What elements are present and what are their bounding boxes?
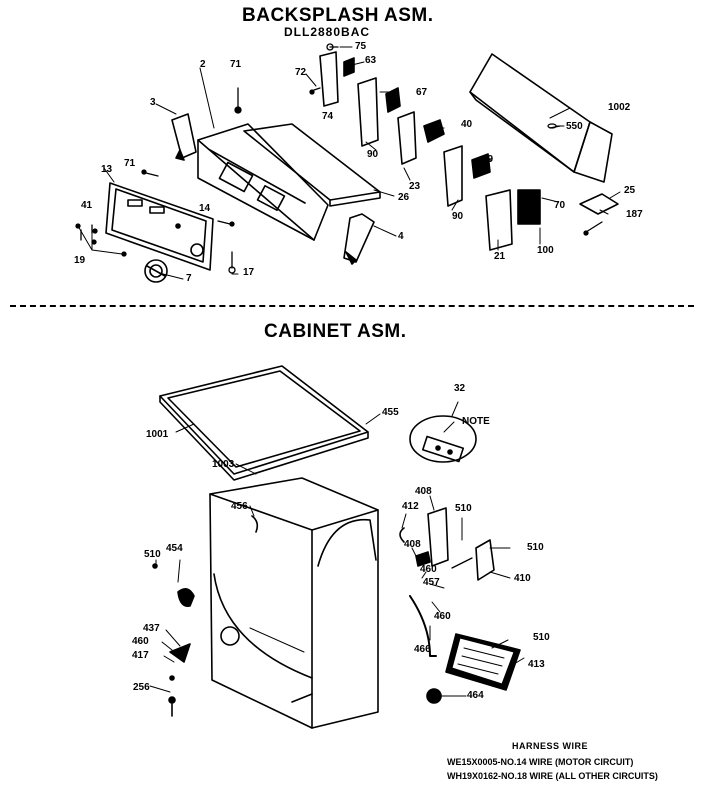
part-label: 4 bbox=[398, 231, 404, 242]
part-label: 63 bbox=[365, 55, 377, 66]
knob-7 bbox=[144, 259, 168, 283]
part-label: 464 bbox=[467, 690, 484, 701]
part-label: 457 bbox=[423, 577, 440, 588]
part-label: 32 bbox=[454, 383, 466, 394]
end-cap-4 bbox=[343, 213, 375, 265]
cabinet-body bbox=[209, 477, 379, 729]
part-label: 25 bbox=[624, 185, 636, 196]
part-label: 187 bbox=[626, 209, 643, 220]
part-label: 412 bbox=[402, 501, 419, 512]
part-label: 75 bbox=[355, 41, 367, 52]
trim-strip-26 bbox=[243, 123, 381, 207]
part-label: 510 bbox=[455, 503, 472, 514]
part-label: 1003 bbox=[212, 459, 235, 470]
part-label: 2 bbox=[200, 59, 206, 70]
part-label: 41 bbox=[81, 200, 93, 211]
harness-line-2: WH19X0162-NO.18 WIRE (ALL OTHER CIRCUITS… bbox=[447, 771, 658, 781]
part-label: 74 bbox=[322, 111, 334, 122]
part-label: 510 bbox=[533, 632, 550, 643]
part-label: 410 bbox=[514, 573, 531, 584]
part-label: 1002 bbox=[608, 102, 631, 113]
part-label: 100 bbox=[537, 245, 554, 256]
backsplash-title: BACKSPLASH ASM. bbox=[242, 5, 434, 26]
part-label: 550 bbox=[566, 121, 583, 132]
part-label: 408 bbox=[415, 486, 432, 497]
screws-backsplash bbox=[75, 43, 603, 274]
part-label: 13 bbox=[101, 164, 113, 175]
switch-brackets bbox=[319, 51, 541, 251]
part-label: 456 bbox=[231, 501, 248, 512]
section-divider bbox=[10, 305, 694, 307]
part-label: 454 bbox=[166, 543, 183, 554]
part-label: 14 bbox=[199, 203, 211, 214]
harness-heading: HARNESS WIRE bbox=[512, 741, 589, 751]
part-label: 417 bbox=[132, 650, 149, 661]
part-label: 1001 bbox=[146, 429, 169, 440]
model-number: DLL2880BAC bbox=[284, 25, 371, 39]
control-panel-13 bbox=[105, 182, 214, 271]
part-label: 455 bbox=[382, 407, 399, 418]
drum-ring-32 bbox=[409, 415, 477, 463]
part-label: 17 bbox=[243, 267, 255, 278]
part-label: 90 bbox=[452, 211, 464, 222]
part-label: 72 bbox=[295, 67, 307, 78]
part-label: 466 bbox=[414, 644, 431, 655]
part-label: 460 bbox=[420, 564, 437, 575]
part-label: 7 bbox=[186, 273, 192, 284]
end-cap-3 bbox=[171, 113, 197, 161]
part-label: 26 bbox=[398, 192, 410, 203]
part-label: 437 bbox=[143, 623, 160, 634]
rear-bracket-1002 bbox=[469, 53, 613, 183]
front-cabinet-parts bbox=[399, 507, 521, 704]
top-panel-1001 bbox=[159, 365, 369, 481]
part-label: 256 bbox=[133, 682, 150, 693]
part-label: 510 bbox=[527, 542, 544, 553]
part-label: 19 bbox=[74, 255, 86, 266]
part-label: 40 bbox=[461, 119, 473, 130]
part-label: 70 bbox=[554, 200, 566, 211]
cabinet-title: CABINET ASM. bbox=[264, 321, 407, 342]
leader-lines bbox=[77, 46, 621, 697]
part-label: 71 bbox=[230, 59, 242, 70]
part-label: 67 bbox=[416, 87, 428, 98]
part-label: 71 bbox=[124, 158, 136, 169]
part-label: 510 bbox=[144, 549, 161, 560]
part-label: 460 bbox=[132, 636, 149, 647]
part-label: 3 bbox=[150, 97, 156, 108]
part-label: 413 bbox=[528, 659, 545, 670]
part-label: 460 bbox=[434, 611, 451, 622]
left-cabinet-parts bbox=[152, 515, 259, 717]
backsplash-housing-2 bbox=[197, 123, 329, 241]
part-label: NOTE bbox=[462, 416, 490, 427]
part-label: 69 bbox=[482, 154, 494, 165]
part-label: 90 bbox=[367, 149, 379, 160]
bracket-25 bbox=[579, 193, 619, 215]
part-label: 21 bbox=[494, 251, 506, 262]
harness-line-1: WE15X0005-NO.14 WIRE (MOTOR CIRCUIT) bbox=[447, 757, 634, 767]
part-label: 23 bbox=[409, 181, 421, 192]
part-label: 408 bbox=[404, 539, 421, 550]
